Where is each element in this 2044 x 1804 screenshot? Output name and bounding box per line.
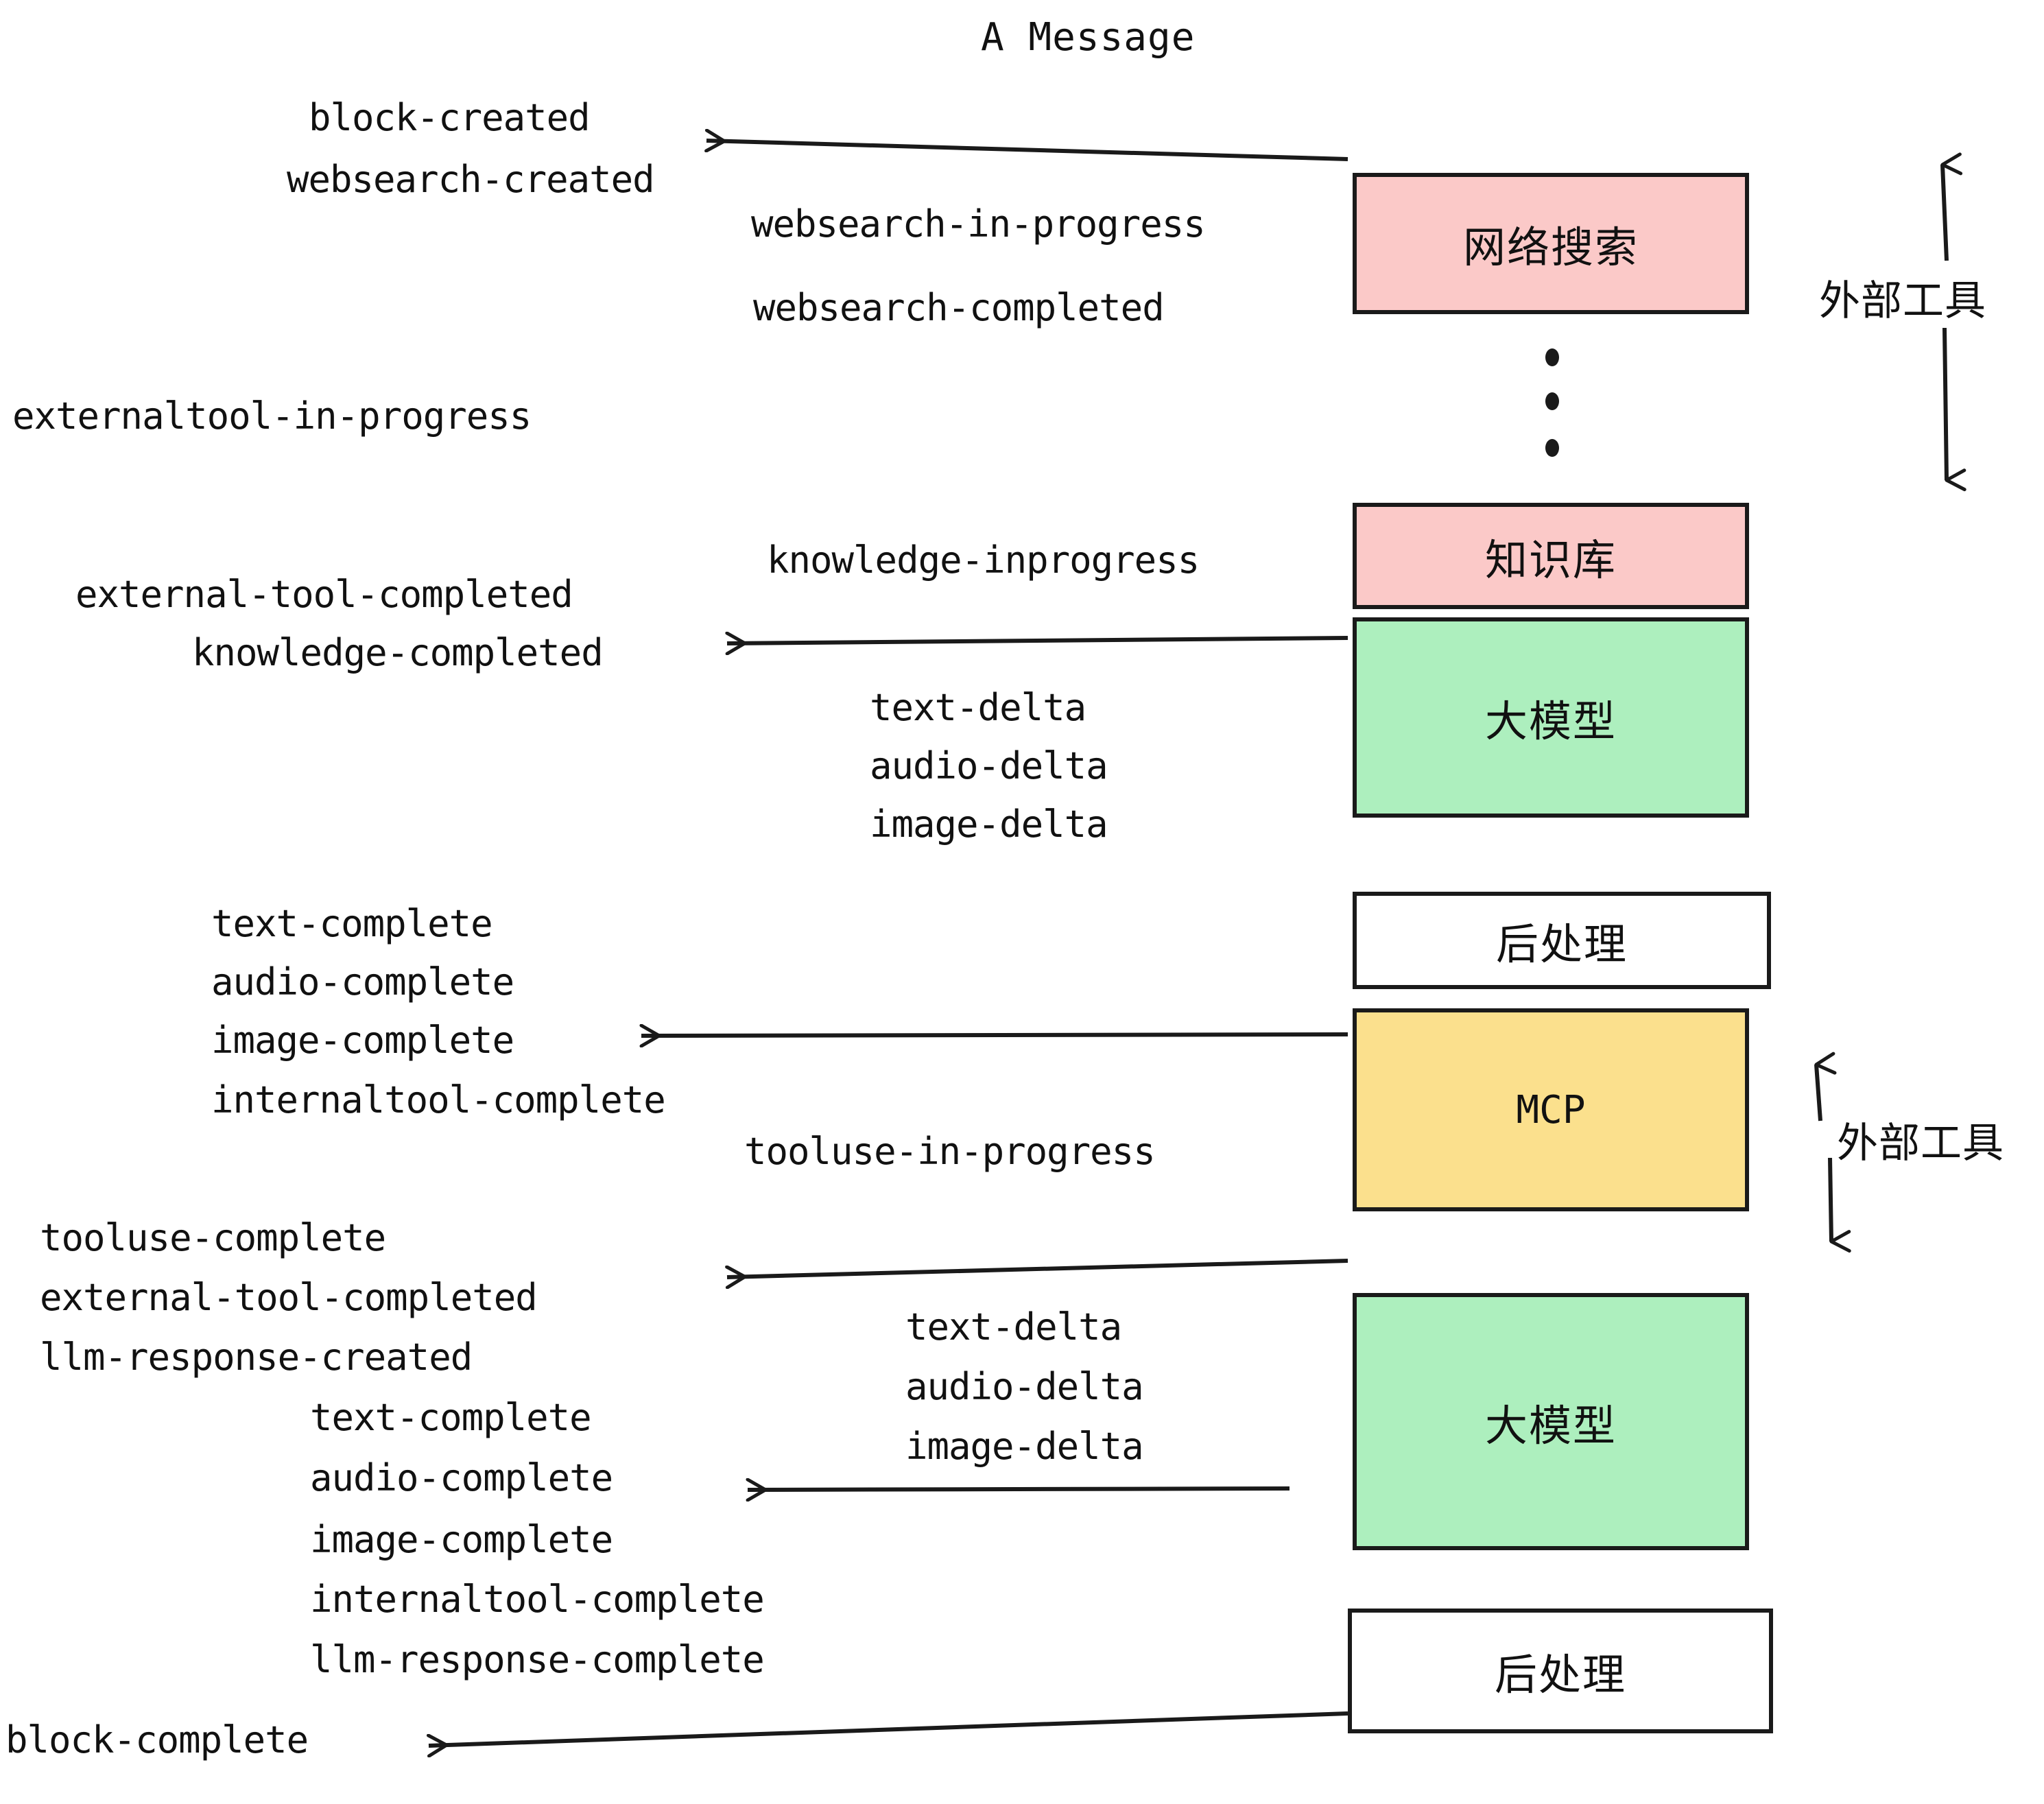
node-websearch[interactable]: 网络搜索 <box>1353 173 1749 314</box>
arrow-knowledge-to-completed <box>727 638 1348 643</box>
event-image-delta-1: image-delta <box>870 803 1108 846</box>
event-audio-delta-1: audio-delta <box>870 744 1108 787</box>
node-llm-2[interactable]: 大模型 <box>1353 1293 1749 1550</box>
event-tooluse-complete: tooluse-complete <box>40 1216 386 1259</box>
arrow-llm1-to-image-complete <box>641 1034 1348 1036</box>
node-llm-1[interactable]: 大模型 <box>1353 617 1749 818</box>
event-llm-response-complete: llm-response-complete <box>310 1638 765 1681</box>
node-postprocess-1[interactable]: 后处理 <box>1353 892 1771 989</box>
event-image-complete-1: image-complete <box>211 1019 514 1062</box>
event-audio-delta-2: audio-delta <box>905 1365 1144 1408</box>
external-tools-bottom-down-arrow <box>1828 1157 1851 1253</box>
event-externaltool-in-progress: externaltool-in-progress <box>12 394 532 438</box>
external-tools-top-up-arrow <box>1940 152 1963 261</box>
event-internaltool-complete-1: internaltool-complete <box>211 1078 666 1121</box>
event-block-created: block-created <box>309 96 591 139</box>
label-external-tools-bottom: 外部工具 <box>1837 1119 2004 1167</box>
arrow-mcp-to-tooluse-complete <box>727 1259 1348 1277</box>
ellipsis-dot <box>1545 439 1559 457</box>
event-external-tool-completed-2: external-tool-completed <box>40 1276 538 1319</box>
event-llm-response-created: llm-response-created <box>40 1336 473 1379</box>
event-block-complete: block-complete <box>5 1718 309 1761</box>
event-text-complete-2: text-complete <box>310 1396 592 1439</box>
event-image-delta-2: image-delta <box>905 1425 1144 1468</box>
event-internaltool-complete-2: internaltool-complete <box>310 1578 765 1621</box>
event-audio-complete-2: audio-complete <box>310 1456 613 1499</box>
event-knowledge-completed: knowledge-completed <box>192 631 604 674</box>
event-websearch-in-progress: websearch-in-progress <box>751 202 1206 246</box>
arrow-websearch-to-created <box>706 141 1348 161</box>
event-external-tool-completed-1: external-tool-completed <box>75 573 573 616</box>
event-text-complete-1: text-complete <box>211 902 493 945</box>
arrow-postprocess2-to-block-complete <box>429 1711 1348 1746</box>
event-tooluse-in-progress: tooluse-in-progress <box>744 1130 1156 1173</box>
event-knowledge-inprogress: knowledge-inprogress <box>767 538 1200 582</box>
event-image-complete-2: image-complete <box>310 1518 613 1561</box>
node-knowledge[interactable]: 知识库 <box>1353 503 1749 609</box>
label-external-tools-top: 外部工具 <box>1819 277 1986 325</box>
ellipsis-dot <box>1545 348 1559 366</box>
external-tools-top-down-arrow <box>1942 327 1966 492</box>
event-text-delta-2: text-delta <box>905 1305 1122 1349</box>
node-mcp[interactable]: MCP <box>1353 1008 1749 1211</box>
arrow-llm2-to-audio-complete <box>748 1488 1290 1490</box>
event-websearch-created: websearch-created <box>287 158 655 201</box>
event-websearch-completed: websearch-completed <box>753 286 1165 329</box>
node-postprocess-2[interactable]: 后处理 <box>1348 1609 1773 1733</box>
external-tools-bottom-up-arrow <box>1814 1052 1837 1121</box>
event-text-delta-1: text-delta <box>870 686 1086 729</box>
page-title: A Message <box>981 15 1196 60</box>
event-audio-complete-1: audio-complete <box>211 960 514 1004</box>
ellipsis-dot <box>1545 392 1559 410</box>
